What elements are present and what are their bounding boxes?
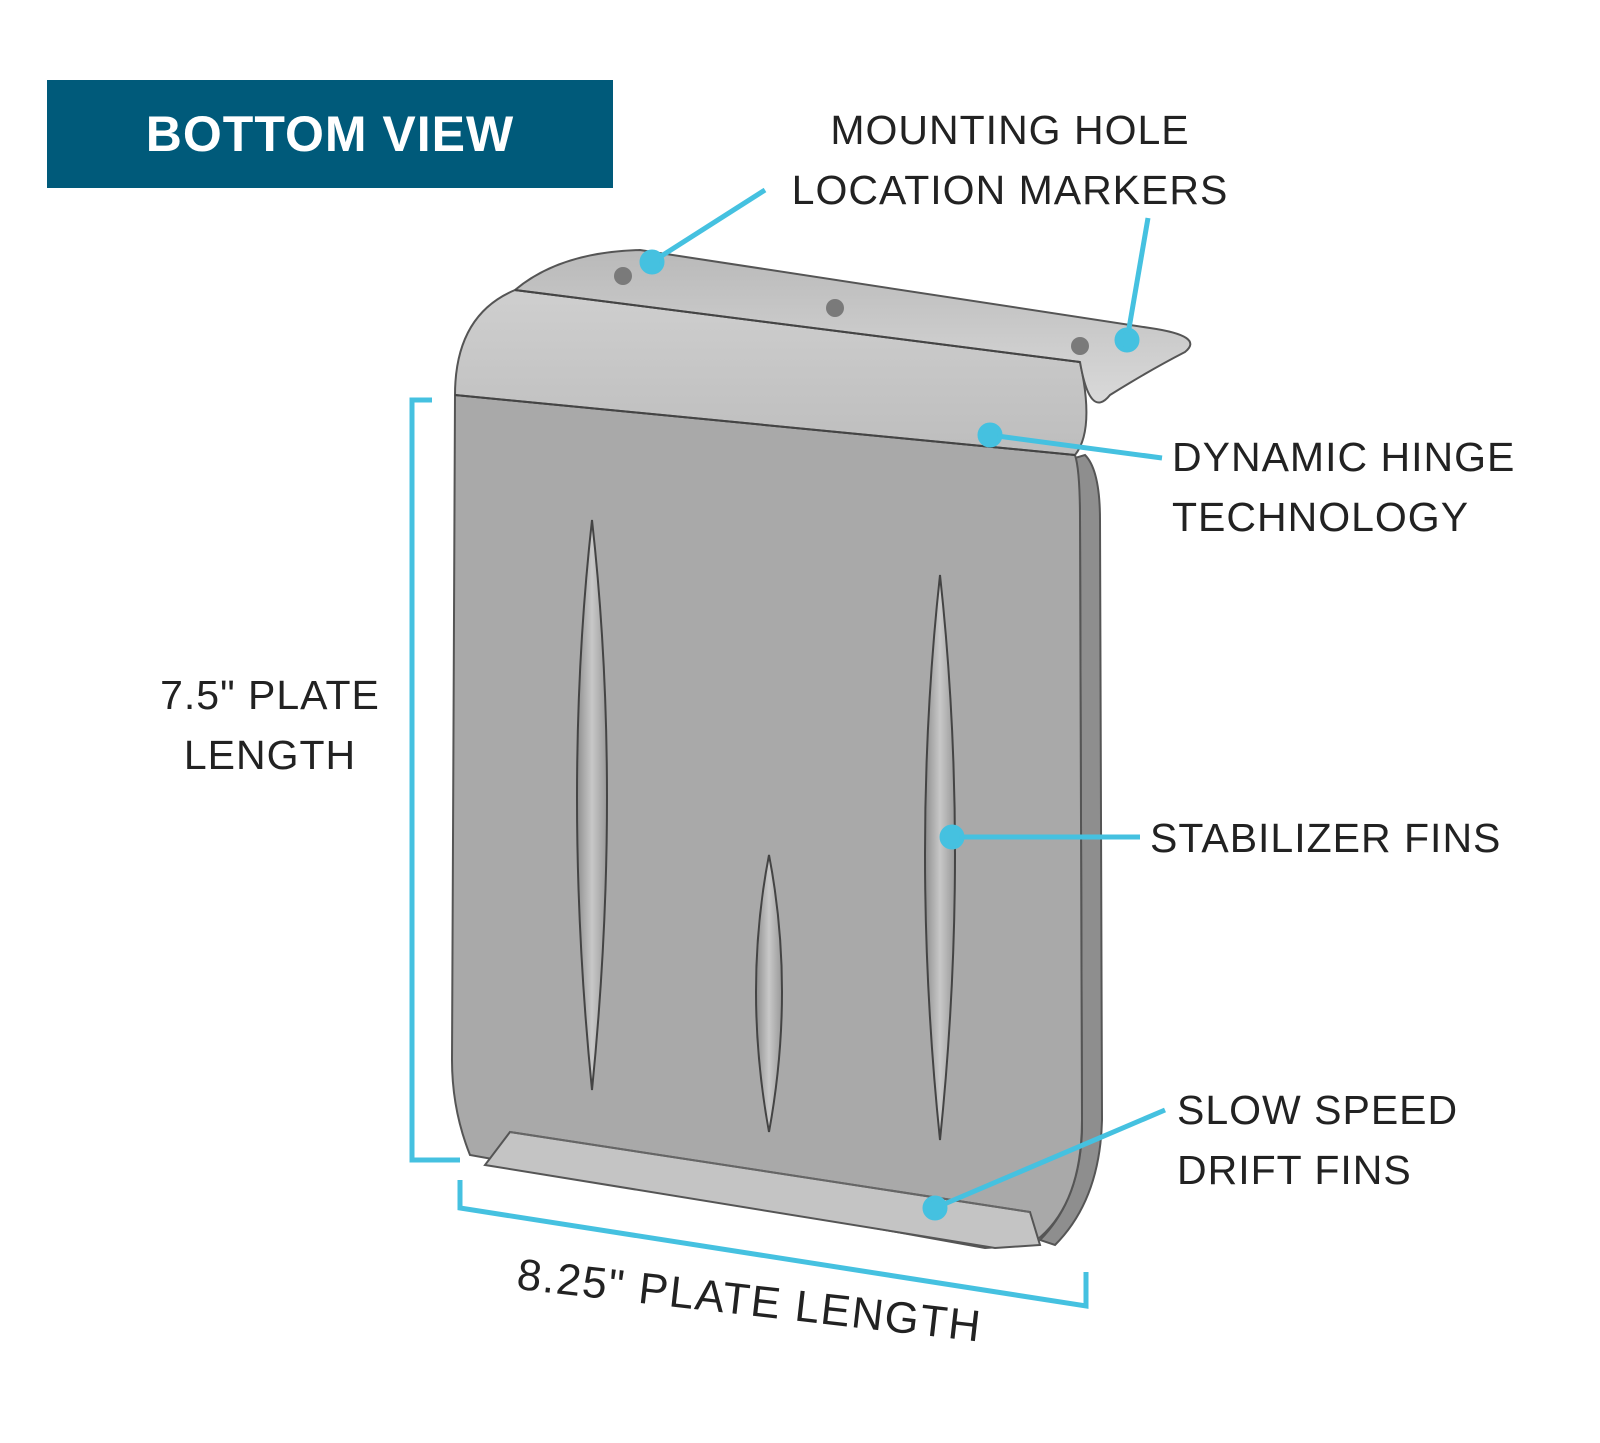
stabilizer-fin — [576, 519, 608, 1091]
mounting-hole-marker — [1071, 337, 1089, 355]
hinge-label: DYNAMIC HINGE TECHNOLOGY — [1172, 427, 1515, 547]
drift-fin-label: SLOW SPEED DRIFT FINS — [1177, 1080, 1458, 1200]
label-line: TECHNOLOGY — [1172, 494, 1470, 540]
label-line: STABILIZER FINS — [1150, 815, 1502, 861]
dimension-bracket-vertical — [409, 397, 460, 1163]
label-line: MOUNTING HOLE — [830, 107, 1190, 153]
label-line: SLOW SPEED — [1177, 1087, 1459, 1133]
vertical-length-label: 7.5" PLATE LENGTH — [150, 665, 390, 785]
dimension-bracket-horizontal — [457, 1180, 1089, 1309]
mounting-hole-marker — [614, 267, 632, 285]
label-line: DRIFT FINS — [1177, 1147, 1412, 1193]
stabilizer-label: STABILIZER FINS — [1150, 808, 1501, 868]
label-line: 7.5" PLATE — [160, 672, 380, 718]
page-title: BOTTOM VIEW — [145, 106, 515, 162]
plate-body — [450, 393, 1084, 1250]
mounting-hole-label: MOUNTING HOLE LOCATION MARKERS — [770, 100, 1250, 220]
stabilizer-fin — [755, 854, 783, 1133]
label-line: LENGTH — [183, 732, 357, 778]
title-banner: BOTTOM VIEW — [47, 80, 613, 188]
top-flap — [512, 248, 1192, 404]
label-line: DYNAMIC HINGE — [1172, 434, 1516, 480]
stabilizer-fin — [924, 574, 956, 1141]
mounting-hole-marker — [826, 299, 844, 317]
callout-leaders — [639, 187, 1166, 1221]
label-line: LOCATION MARKERS — [791, 167, 1229, 213]
